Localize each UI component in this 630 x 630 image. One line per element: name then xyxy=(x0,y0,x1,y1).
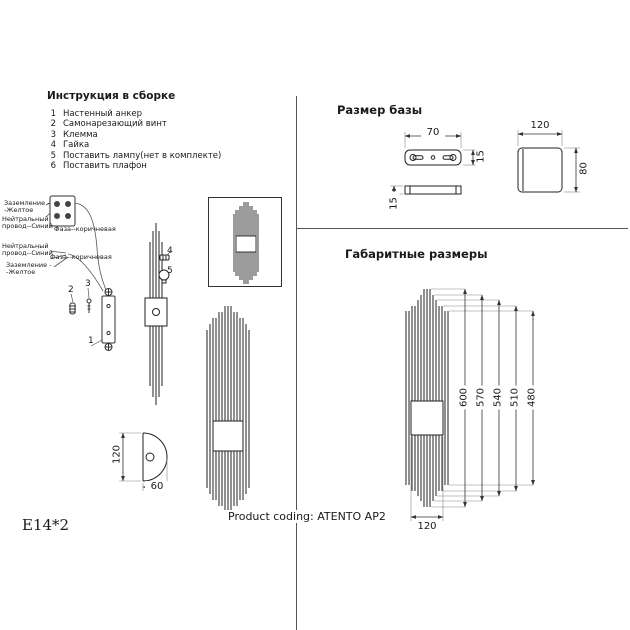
base-bar-width-dim: 15 xyxy=(475,144,487,169)
instruction-number: 1 xyxy=(50,109,56,119)
instruction-text: Поставить лампу(нет в комплекте) xyxy=(63,150,222,161)
socket-type-label: E14*2 xyxy=(22,516,70,534)
instruction-text: Поставить плафон xyxy=(63,161,147,172)
inset-lamp-drawing xyxy=(233,202,259,284)
instruction-text: Самонарезающий винт xyxy=(63,119,167,130)
callout-2: 2 xyxy=(68,285,74,295)
terminal-block-drawing xyxy=(45,195,108,293)
instruction-item: 1 Настенный анкер xyxy=(47,109,221,119)
wire-label-ground-bottom: Заземление --Желтое xyxy=(6,261,52,277)
callout-4: 4 xyxy=(167,246,173,256)
vertical-divider xyxy=(296,96,297,630)
base-plate-width-dim: 120 xyxy=(528,120,552,131)
instruction-number: 4 xyxy=(50,140,56,151)
instruction-number: 3 xyxy=(50,129,56,140)
base-plate-height-dim: 80 xyxy=(578,156,590,181)
instruction-item: 4 Гайка xyxy=(47,140,221,150)
front-view-lamp-drawing xyxy=(206,306,250,512)
callout-3: 3 xyxy=(85,279,91,289)
callout-5: 5 xyxy=(167,266,173,276)
base-size-title: Размер базы xyxy=(337,103,423,117)
overall-height-dim: 600 xyxy=(458,385,470,410)
wire-label-neutral-bottom: Нейтральный провод--Синий xyxy=(2,242,53,258)
overall-height-dim: 510 xyxy=(509,385,521,410)
instruction-text: Клемма xyxy=(63,129,98,140)
instruction-text: Настенный анкер xyxy=(63,109,143,119)
base-bar-length-dim: 70 xyxy=(421,127,445,138)
exploded-side-view-drawing xyxy=(144,223,171,405)
assembly-instructions: Инструкция в сборке 1 Настенный анкер 2 … xyxy=(47,90,221,171)
bracket-width-dim: 60 xyxy=(145,481,169,492)
wire-label-phase-top: Фаза--коричневая xyxy=(54,225,116,233)
instructions-title: Инструкция в сборке xyxy=(47,90,176,102)
overall-size-title: Габаритные размеры xyxy=(345,247,488,261)
instruction-item: 2 Самонарезающий винт xyxy=(47,119,221,129)
instruction-item: 5 Поставить лампу(нет в комплекте) xyxy=(47,150,222,161)
instruction-number: 2 xyxy=(50,119,56,130)
overall-height-dim: 570 xyxy=(475,385,487,410)
instruction-number: 6 xyxy=(50,161,56,172)
instruction-item: 3 Клемма xyxy=(47,130,221,140)
overall-lamp-drawing xyxy=(405,288,535,521)
overall-height-dim: 480 xyxy=(526,385,538,410)
mounting-plate-drawing xyxy=(69,287,116,351)
instruction-number: 5 xyxy=(50,150,56,161)
instruction-text: Гайка xyxy=(63,140,90,151)
instruction-item: 6 Поставить плафон xyxy=(47,161,221,171)
wire-label-ground-top: Заземление --Желтое xyxy=(4,199,50,215)
callout-1: 1 xyxy=(88,336,94,346)
wire-label-neutral-top: Нейтральный провод--Синий xyxy=(2,215,53,231)
product-coding: Product coding: ATENTO AP2 xyxy=(224,510,390,523)
bracket-height-dim: 120 xyxy=(111,442,123,467)
horizontal-divider xyxy=(296,228,628,229)
inset-box xyxy=(208,197,282,287)
overall-width-dim: 120 xyxy=(415,521,439,532)
wire-label-phase-bottom: Фаза--коричневая xyxy=(50,253,112,261)
base-bar-thickness-dim: 15 xyxy=(388,191,400,216)
overall-height-dim: 540 xyxy=(492,385,504,410)
